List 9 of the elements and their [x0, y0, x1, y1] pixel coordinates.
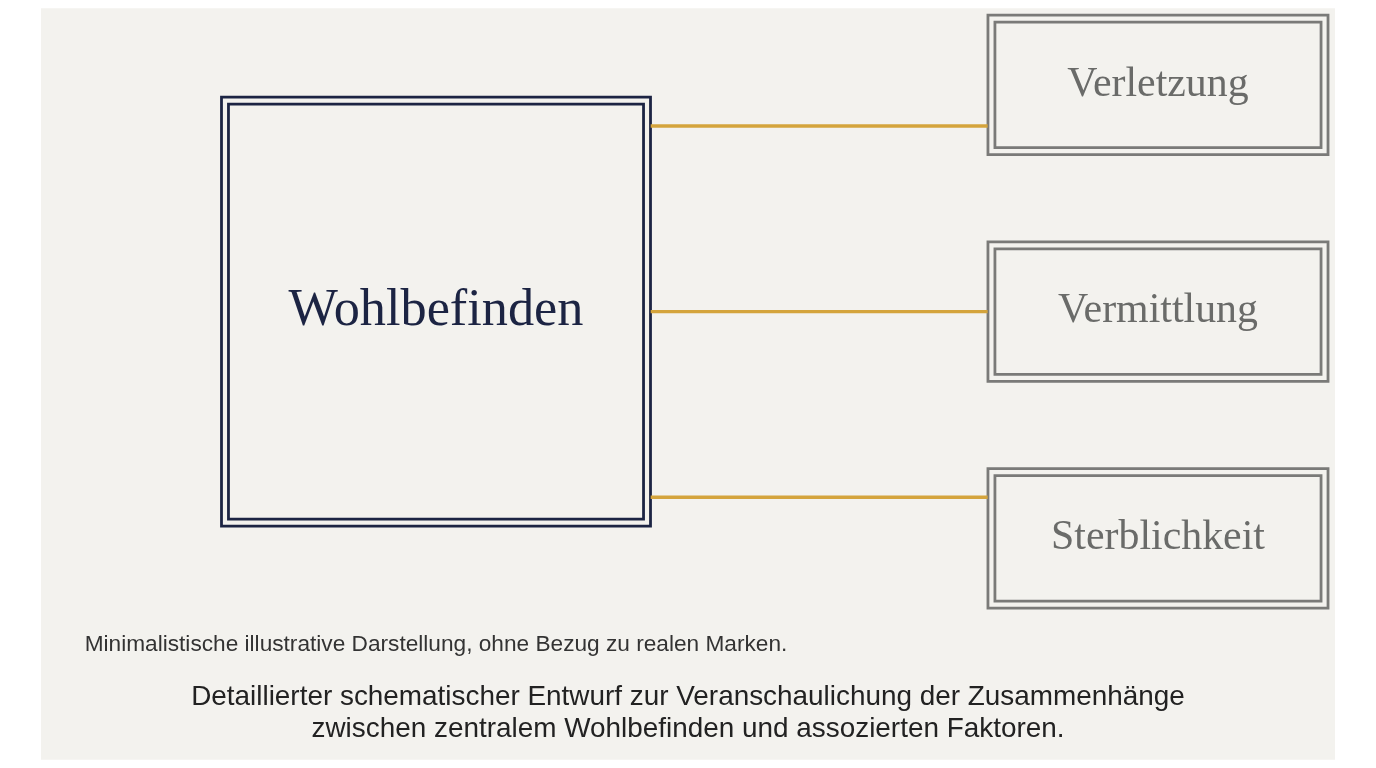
connector	[650, 495, 988, 500]
connector	[650, 124, 988, 128]
node-box: Sterblichkeit	[986, 467, 1330, 610]
label: Minimalistische illustrative Darstellung, ohne Bezug zu realen Marken.	[84, 629, 788, 656]
caption: Detaillierter schematischer Entwurf zur Veranschaulichung der Zusammenhänge zwischen zentralem Wohlbefinden und assozierten Faktoren.	[191, 680, 1185, 743]
connector	[650, 309, 988, 314]
node-box: Vermittlung	[986, 240, 1330, 383]
node-box: Wohlbefinden	[220, 95, 652, 528]
node-box: Verletzung	[986, 13, 1330, 157]
